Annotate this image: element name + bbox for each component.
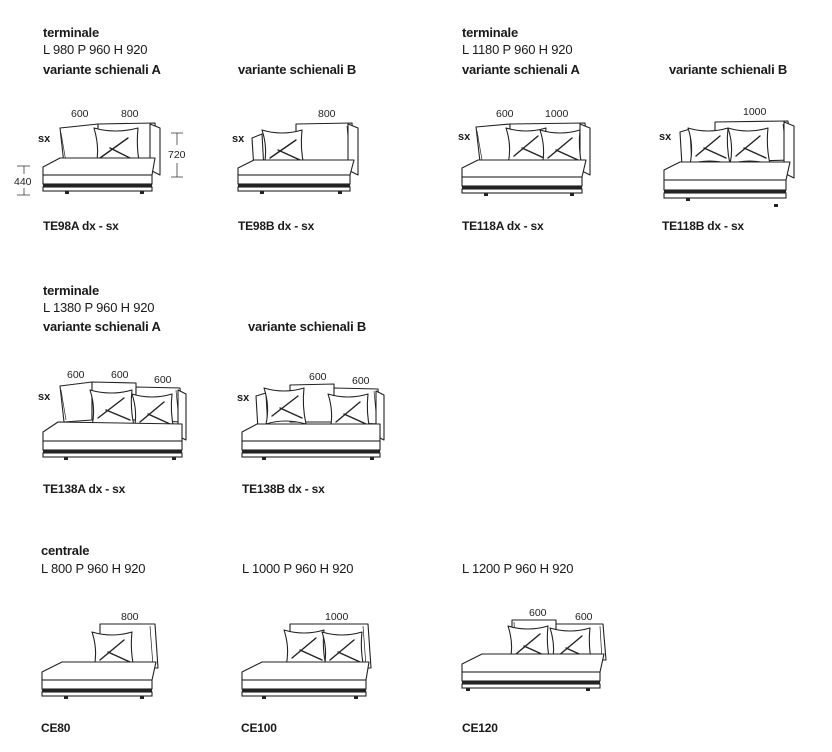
te98a-width-2: 800 [121,108,139,120]
te138a-width-1: 600 [67,369,85,381]
te118a-width-2: 1000 [545,108,569,120]
te138-dims: L 1380 P 960 H 920 [43,300,155,315]
te118-variant-b-label: variante schienali B [669,62,788,77]
te138b-code: TE138B dx - sx [242,482,325,496]
te118a-side-label: sx [458,131,471,143]
te98b-side-label: sx [232,133,245,145]
te118b-sofa-drawing: 1000 [663,106,795,207]
te98a-height-dim: 720 [168,149,186,161]
te98-dims: L 980 P 960 H 920 [43,42,148,57]
ce80-code: CE80 [41,721,71,735]
ce100-code: CE100 [241,721,277,735]
te98b-code: TE98B dx - sx [238,219,315,233]
te118b-side-label: sx [659,131,672,143]
te118-dims: L 1180 P 960 H 920 [462,42,573,57]
te118-title: terminale [462,25,519,40]
te98a-width-1: 600 [71,108,89,120]
ce120-sofa-drawing: 600 600 [461,607,607,691]
te138b-side-label: sx [237,392,250,404]
te98a-side-label: sx [38,133,51,145]
te118a-sofa-drawing: 600 1000 [461,108,591,196]
te98-variant-a-label: variante schienali A [43,62,161,77]
te98-variant-b-label: variante schienali B [238,62,357,77]
te138-variant-b-label: variante schienali B [248,319,367,334]
ce80-sofa-drawing: 800 [41,611,159,699]
te98b-sofa-drawing: 800 [237,108,359,194]
te118b-width-1: 1000 [743,106,767,118]
te98-title: terminale [43,25,100,40]
te138a-code: TE138A dx - sx [43,482,126,496]
te138b-sofa-drawing: 600 600 [241,371,385,460]
ce120-code: CE120 [462,721,498,735]
te138a-width-3: 600 [154,374,172,386]
ce100-dims: L 1000 P 960 H 920 [242,561,354,576]
te138-title: terminale [43,283,100,298]
te98b-width-1: 800 [318,108,336,120]
ce120-dims: L 1200 P 960 H 920 [462,561,574,576]
ce120-width-1: 600 [529,607,547,619]
te138a-width-2: 600 [111,369,129,381]
ce120-width-2: 600 [575,611,593,623]
te118a-code: TE118A dx - sx [462,219,544,233]
te98a-seat-dim: 440 [14,176,32,188]
ce100-sofa-drawing: 1000 [241,611,372,699]
te98a-sofa-drawing: 720 440 600 800 [14,108,186,196]
te98a-code: TE98A dx - sx [43,219,119,233]
te138a-side-label: sx [38,391,51,403]
ce-title: centrale [41,543,90,558]
te118b-code: TE118B dx - sx [662,219,744,233]
te118a-width-1: 600 [496,108,514,120]
te118-variant-a-label: variante schienali A [462,62,580,77]
ce80-width: 800 [121,611,139,623]
ce80-dims: L 800 P 960 H 920 [41,561,146,576]
te138a-sofa-drawing: 600 600 600 [42,369,187,460]
ce100-width: 1000 [325,611,349,623]
te138b-width-1: 600 [309,371,327,383]
te138-variant-a-label: variante schienali A [43,319,161,334]
te138b-width-2: 600 [352,375,370,387]
